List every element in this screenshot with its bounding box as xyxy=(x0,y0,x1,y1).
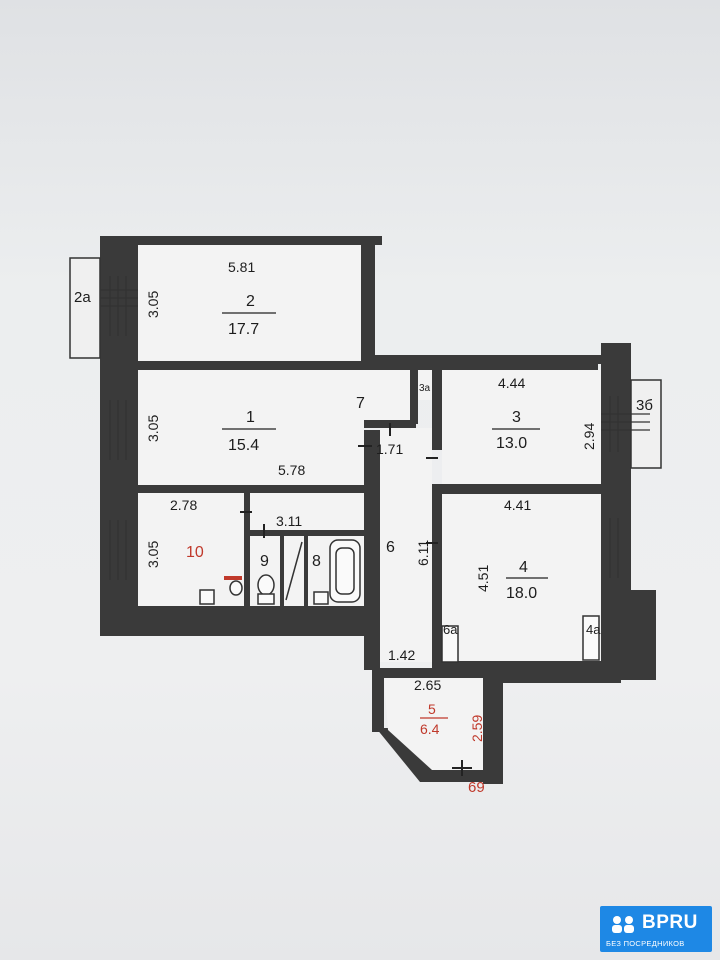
room-1-area: 15.4 xyxy=(228,437,259,454)
room-6-number: 6 xyxy=(386,539,395,556)
logo-subtitle: БЕЗ ПОСРЕДНИКОВ xyxy=(606,939,685,948)
dimension-ticks xyxy=(240,423,472,776)
windows xyxy=(69,257,662,580)
toilet xyxy=(257,574,275,596)
room-4-width: 4.41 xyxy=(504,497,531,513)
room-1-number: 1 xyxy=(246,409,255,426)
room-7-number: 7 xyxy=(356,395,365,412)
room-10-number: 10 xyxy=(186,544,204,561)
room-6a-label: 6a xyxy=(443,622,458,637)
room-6-bottom-width: 1.42 xyxy=(388,647,415,663)
room-1-height: 3.05 xyxy=(145,415,161,442)
room-4a-label: 4a xyxy=(586,622,601,637)
room-4-area: 18.0 xyxy=(506,585,537,602)
labels: 5.81 3.05 2 17.7 2a 7 3a 3.05 1 15.4 5.7… xyxy=(74,259,653,796)
room-5-height: 2.59 xyxy=(469,715,485,742)
room-2-height: 3.05 xyxy=(145,291,161,318)
room-9-number: 9 xyxy=(260,553,269,570)
room-3-area: 13.0 xyxy=(496,435,527,452)
bathroom-width: 3.11 xyxy=(276,513,302,529)
room-2a-label: 2a xyxy=(74,289,91,306)
room-3b-label: 3б xyxy=(636,397,653,414)
logo-brand: BPRU xyxy=(642,912,698,933)
room-5-width: 2.65 xyxy=(414,677,441,693)
room-10-width: 2.78 xyxy=(170,497,197,513)
room-2-area: 17.7 xyxy=(228,321,259,338)
room-4-height: 4.51 xyxy=(475,565,491,592)
room-10-height: 3.05 xyxy=(145,541,161,568)
room-5-number: 5 xyxy=(428,701,436,717)
room-4-number: 4 xyxy=(519,559,528,576)
room-3a-label: 3a xyxy=(419,383,431,394)
room-3-height: 2.94 xyxy=(581,423,597,450)
people-icon xyxy=(612,916,634,933)
room-3-width: 4.44 xyxy=(498,375,525,391)
room-3-number: 3 xyxy=(512,409,521,426)
room-6-width: 1.71 xyxy=(376,441,403,457)
room-5-area: 6.4 xyxy=(420,721,440,737)
room-69-label: 69 xyxy=(468,779,485,796)
bpru-logo: BPRU БЕЗ ПОСРЕДНИКОВ xyxy=(600,906,712,952)
room-2-width: 5.81 xyxy=(228,259,255,275)
room-2-number: 2 xyxy=(246,293,255,310)
room-6-length: 6.11 xyxy=(415,540,431,566)
room-8-number: 8 xyxy=(312,553,321,570)
fixtures xyxy=(199,539,600,663)
room-1-width: 5.78 xyxy=(278,462,305,478)
